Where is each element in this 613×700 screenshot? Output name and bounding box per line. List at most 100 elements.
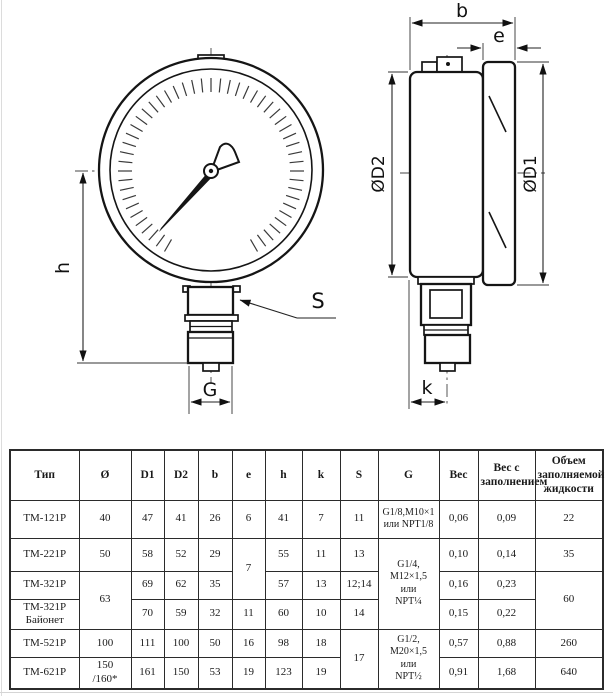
side-case [408, 70, 485, 279]
stem-neck [186, 285, 235, 317]
table-row: ТМ-221Р 50 58 52 29 7 55 11 13 G1/4, M12… [9, 537, 604, 630]
table-cell: 19 [231, 657, 266, 689]
table-cell: ТМ-121Р [9, 499, 80, 539]
table-cell: 640 [534, 657, 604, 689]
table-cell: 12;14 [339, 570, 379, 600]
front-stem [182, 285, 241, 372]
dim-label-h: h [52, 262, 74, 274]
dim-d2: ØD2 [369, 71, 408, 278]
dim-S: S [239, 289, 336, 319]
pointer-needle [159, 166, 216, 232]
table-cell: 47 [130, 499, 165, 539]
dial-scale-ticks [118, 78, 304, 252]
dim-label-b: b [456, 0, 468, 22]
table-cell: 60 [264, 598, 303, 630]
side-stem-tip [439, 362, 456, 372]
table-cell: 100 [163, 629, 199, 658]
table-cell: 11 [339, 499, 379, 539]
gauge-front-view: h G S [52, 48, 336, 414]
table-cell: ТМ-621Р [9, 657, 80, 689]
table-cell: 0,88 [477, 629, 536, 658]
table-cell: ТМ-521Р [9, 629, 80, 658]
table-cell: 0,10 [438, 537, 479, 572]
table-cell: 260 [534, 629, 604, 658]
table-cell: ТМ-321Р [9, 570, 80, 600]
header-cell: e [231, 449, 266, 501]
table-cell: 58 [130, 537, 165, 572]
technical-drawing: h G S [52, 0, 549, 414]
pointer [159, 142, 241, 232]
table-cell: 7 [231, 537, 266, 600]
table-cell: 123 [264, 657, 303, 689]
table-cell: 0,91 [438, 657, 479, 689]
table-row: ТМ-321Р Байонет 70 59 32 11 60 10 14 0,1… [9, 598, 603, 630]
table-cell: ТМ-221Р [9, 537, 80, 572]
table-cell: 19 [301, 657, 341, 689]
dim-label-S: S [311, 289, 324, 313]
table-cell: G1/8,M10×1 или NPT1/8 [377, 499, 440, 539]
table-cell: 161 [130, 657, 165, 689]
gauge-dial-circle [109, 68, 313, 272]
side-stem [417, 276, 475, 372]
dim-label-d2: ØD2 [369, 155, 389, 192]
header-cell: Объем заполняемой жидкости [534, 449, 604, 501]
table-cell: 17 [339, 629, 379, 689]
table-cell: 111 [130, 629, 165, 658]
table-cell: 6 [231, 499, 266, 539]
glass-reflection-bottom [488, 211, 507, 249]
table-cell: 0,14 [477, 537, 536, 572]
side-plug-step [421, 61, 438, 73]
table-cell: 13 [301, 570, 341, 600]
table-cell: G1/2, M20×1,5 или NPT½ [377, 629, 440, 689]
table-cell: 16 [231, 629, 266, 658]
dim-G: G [188, 366, 233, 414]
dim-label-d1: ØD1 [521, 155, 541, 192]
header-cell: Вес [438, 449, 479, 501]
header-cell: k [301, 449, 341, 501]
table-cell: 41 [163, 499, 199, 539]
table-cell: 26 [197, 499, 233, 539]
table-cell: 22 [534, 499, 604, 539]
gauge-side-view: b e ØD2 ØD1 k [369, 0, 549, 409]
stem-tip [202, 362, 220, 372]
stem-thread-block [186, 330, 235, 365]
header-cell: G [377, 449, 440, 501]
header-cell: Ø [78, 449, 132, 501]
table-cell: 1,68 [477, 657, 536, 689]
side-plug-screw [446, 62, 450, 66]
side-stem-square-inner [429, 289, 463, 319]
side-bezel [481, 60, 517, 287]
page-edge-left [1, 0, 2, 696]
table-cell: 150 /160* [78, 657, 132, 689]
dim-label-G: G [203, 379, 218, 401]
table-cell: 50 [197, 629, 233, 658]
table-cell: 0,16 [438, 570, 479, 600]
table-cell: 11 [301, 537, 341, 572]
table-header-row: Тип Ø D1 D2 b e h k S G Вес Вес с заполн… [9, 449, 604, 501]
dim-label-k: k [421, 377, 432, 399]
table-cell: 100 [78, 629, 132, 658]
table-cell: ТМ-321Р Байонет [9, 598, 80, 630]
table-cell: 14 [339, 598, 379, 630]
table-cell: 60 [534, 570, 604, 630]
table-cell: 0,57 [438, 629, 479, 658]
header-cell: D2 [163, 449, 199, 501]
table-cell: 7 [301, 499, 341, 539]
table-cell: 150 [163, 657, 199, 689]
stem-flare [184, 314, 239, 322]
table-cell: 11 [231, 598, 266, 630]
table-cell: 69 [130, 570, 165, 600]
table-cell: 41 [264, 499, 303, 539]
table-cell: 57 [264, 570, 303, 600]
pointer-counterweight [211, 142, 241, 173]
header-cell: S [339, 449, 379, 501]
table-cell: 55 [264, 537, 303, 572]
table-cell: 62 [163, 570, 199, 600]
table-cell: 70 [130, 598, 165, 630]
table-cell: 35 [534, 537, 604, 572]
table-cell: G1/4, M12×1,5 или NPT¼ [377, 537, 440, 630]
spec-table: Тип Ø D1 D2 b e h k S G Вес Вес с заполн… [9, 449, 604, 690]
table-cell: 50 [78, 537, 132, 572]
dim-b: b [409, 0, 516, 70]
table-cell: 0,06 [438, 499, 479, 539]
